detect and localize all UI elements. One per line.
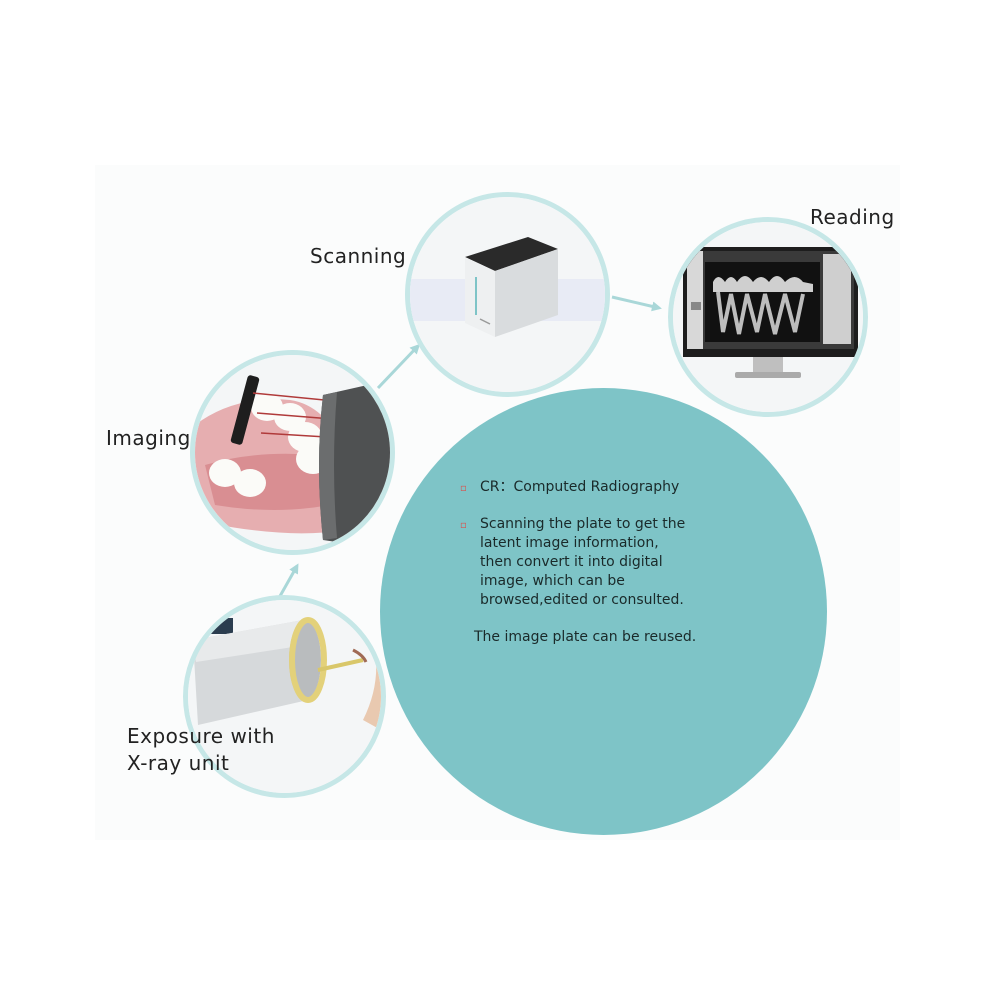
imaging-illustration — [190, 350, 395, 555]
reuse-note: The image plate can be reused. — [474, 629, 697, 645]
scanner-device-icon — [410, 197, 605, 392]
bullet-line: Scanning the plate to get the — [480, 516, 686, 532]
label-exposure: Exposure with X-ray unit — [127, 723, 275, 777]
arrow-scanning-to-reading — [611, 295, 662, 312]
label-exposure-line2: X-ray unit — [127, 751, 230, 775]
label-reading: Reading — [810, 205, 895, 229]
bullet-line: browsed,edited or consulted. — [480, 592, 684, 608]
bullet-line: then convert it into digital — [480, 554, 663, 570]
bullet-line: CR：Computed Radiography — [480, 479, 680, 495]
scanning-illustration — [405, 192, 610, 397]
label-exposure-line1: Exposure with — [127, 724, 275, 748]
xray-tube-icon — [188, 600, 381, 793]
bullet-scanning: ▫ Scanning the plate to get the latent i… — [460, 515, 760, 610]
bullet-line: image, which can be — [480, 573, 625, 589]
square-bullet-icon: ▫ — [460, 520, 467, 531]
monitor-xray-icon — [673, 222, 863, 412]
label-imaging: Imaging — [106, 426, 191, 450]
teeth-sensor-icon — [195, 355, 390, 550]
arrow-imaging-to-scanning — [376, 343, 421, 390]
info-text: ▫ CR：Computed Radiography ▫ Scanning the… — [460, 478, 760, 647]
bullet-cr: ▫ CR：Computed Radiography — [460, 478, 760, 497]
bullet-line: latent image information, — [480, 535, 659, 551]
reading-illustration — [668, 217, 868, 417]
square-bullet-icon: ▫ — [460, 483, 467, 494]
info-circle — [380, 388, 827, 835]
label-scanning: Scanning — [310, 244, 407, 268]
exposure-illustration — [183, 595, 386, 798]
